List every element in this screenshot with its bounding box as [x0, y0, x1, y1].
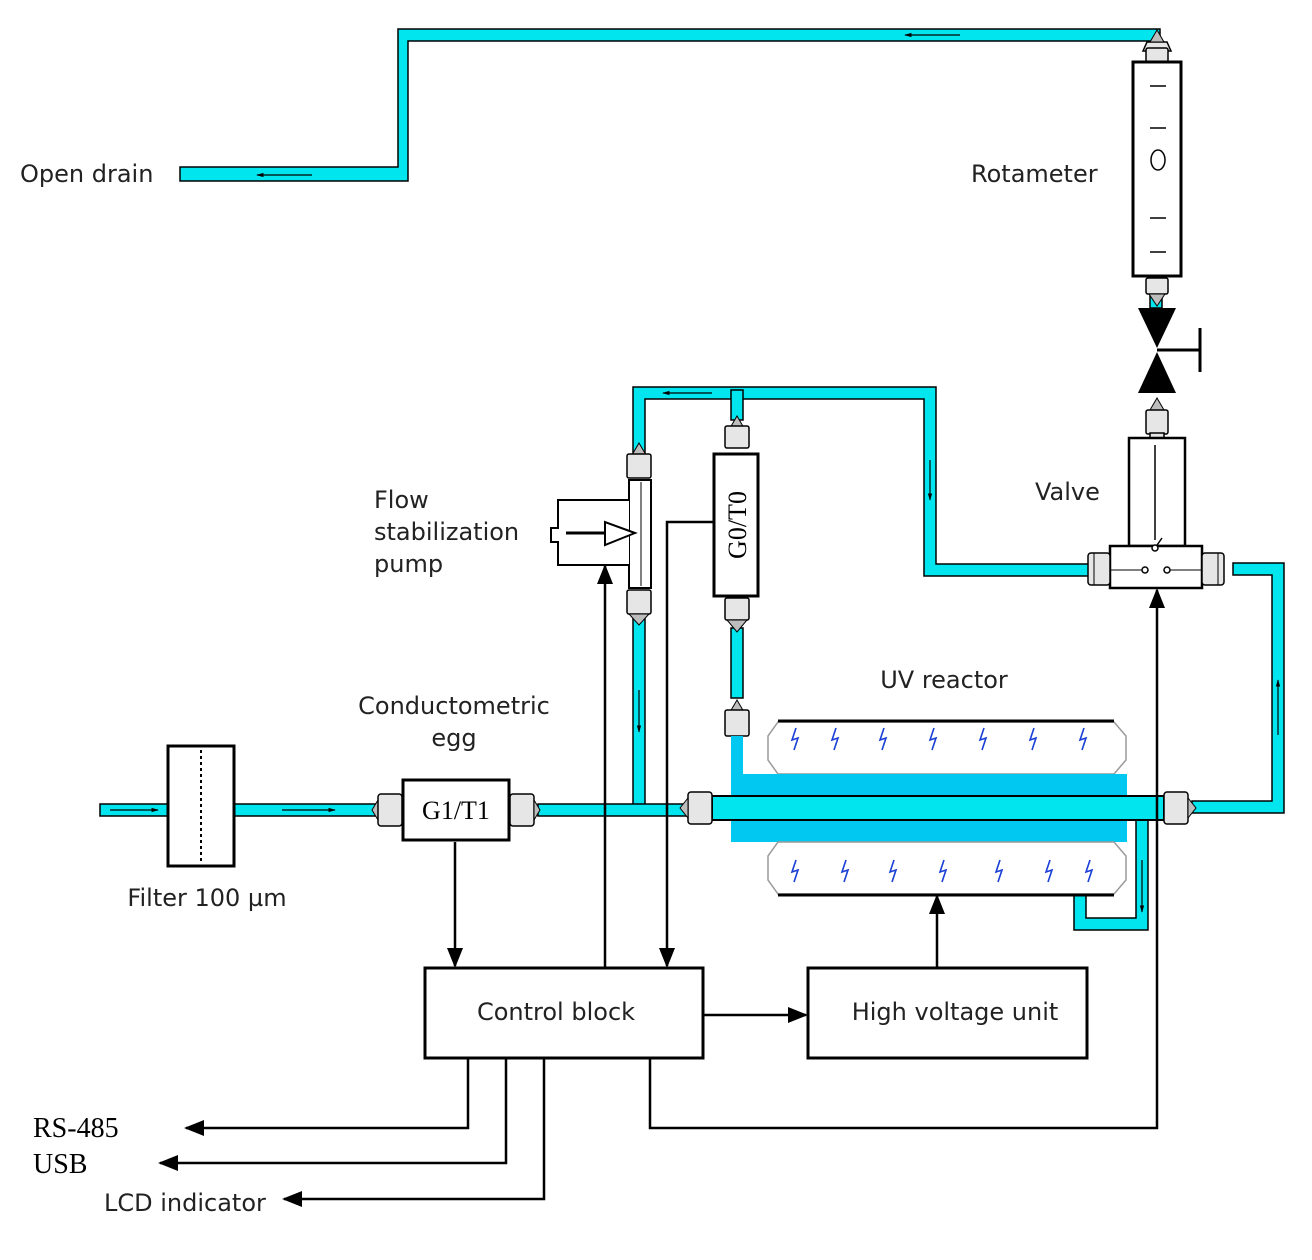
g1t1-box	[401, 778, 511, 842]
uv-reactor-label: UV reactor	[880, 666, 1008, 694]
rotameter-top-cone	[1149, 29, 1165, 43]
reactor-lower-lamp	[767, 841, 1127, 895]
rotameter-top-nut	[1145, 47, 1169, 63]
valve-top-nut	[1145, 409, 1169, 435]
uv-reactor	[679, 699, 1197, 897]
g0t0-label: G0/T0	[723, 491, 752, 559]
valve-base	[1108, 544, 1204, 590]
rotameter	[1131, 29, 1183, 307]
high-voltage-unit	[806, 966, 1089, 1060]
open-drain-label: Open drain	[20, 160, 153, 188]
reactor-core-tube	[711, 795, 1165, 821]
conductometric-cell: G1/T1	[371, 778, 541, 842]
valve-right-nut	[1201, 552, 1225, 586]
pipes	[99, 28, 1285, 931]
g0-down-pipe	[730, 627, 744, 699]
cond-to-reactor-pipe	[537, 803, 689, 817]
right-loop-pipe	[1191, 562, 1285, 814]
needle-valve	[1138, 308, 1202, 440]
high-voltage-label: High voltage unit	[852, 998, 1059, 1026]
conductometric-label-1: Conductometric	[358, 692, 550, 720]
solenoid-valve	[1087, 436, 1225, 590]
reactor-upper-lamp	[767, 721, 1127, 775]
valve-triangle-top	[1138, 308, 1176, 348]
drain-pipe	[179, 28, 1161, 182]
pump-arrow	[604, 520, 638, 547]
reactor-inlet-pipe	[731, 736, 743, 776]
rotameter-float	[1150, 149, 1166, 171]
rs485-label: RS-485	[33, 1113, 119, 1144]
flow-pump	[550, 442, 652, 626]
filter-label: Filter 100 µm	[127, 884, 286, 912]
usb-label: USB	[33, 1149, 87, 1180]
conductometric-label-2: egg	[431, 724, 476, 752]
control-block	[423, 966, 705, 1060]
g0t0-sensor: G0/T0	[712, 415, 760, 633]
rotameter-bottom-nut	[1145, 277, 1169, 295]
valve-triangle-bottom	[1138, 352, 1176, 393]
upper-return-pipe	[632, 386, 1096, 577]
uv-sparks	[790, 727, 1094, 883]
flow-pump-label-2: stabilization	[374, 518, 519, 546]
valve-left-nut	[1087, 552, 1111, 586]
g1t1-label: G1/T1	[422, 796, 490, 825]
rotameter-label: Rotameter	[971, 160, 1098, 188]
flow-pump-label-1: Flow	[374, 486, 429, 514]
flow-pump-label-3: pump	[374, 550, 443, 578]
signal-lines	[158, 520, 1165, 1207]
filter	[166, 744, 236, 868]
valve-body	[1127, 436, 1187, 548]
valve-label: Valve	[1035, 478, 1100, 506]
g0t0-box	[712, 452, 760, 598]
control-block-label: Control block	[477, 998, 635, 1026]
lcd-label: LCD indicator	[104, 1189, 266, 1217]
